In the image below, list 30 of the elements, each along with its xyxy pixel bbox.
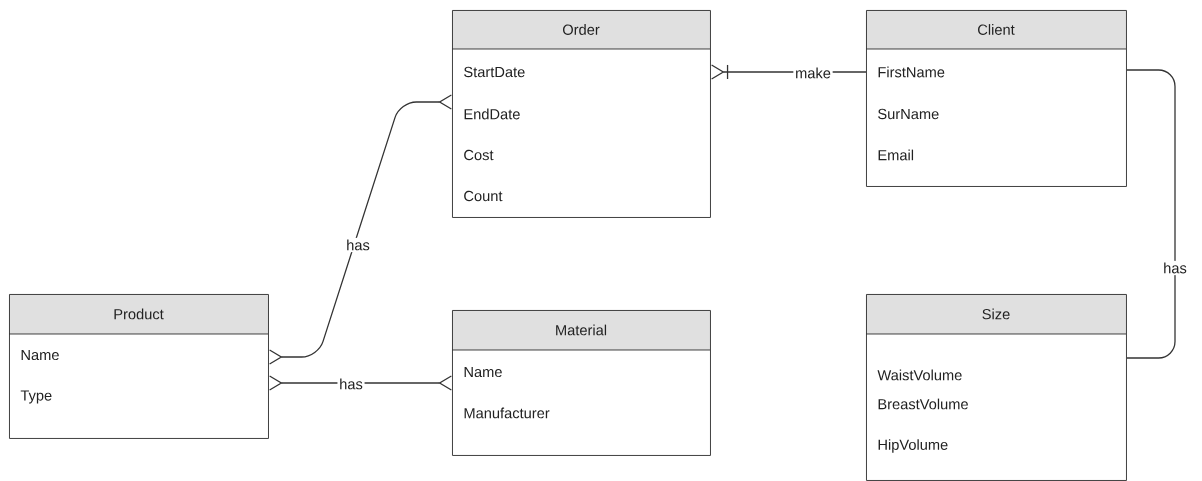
attribute-text: FirstName bbox=[878, 66, 945, 78]
attribute-text: SurName bbox=[878, 108, 939, 120]
attribute-text: HipVolume bbox=[878, 439, 948, 453]
entity-table bbox=[451, 10, 711, 218]
attribute-text: EndDate bbox=[464, 108, 520, 120]
entity-name: Material bbox=[556, 324, 607, 336]
edge-label: has bbox=[344, 237, 372, 253]
attribute-text: StartDate bbox=[464, 66, 525, 78]
entity-table bbox=[865, 294, 1127, 481]
edge-label: has bbox=[1161, 260, 1189, 276]
attribute-text: Cost bbox=[464, 149, 494, 161]
attribute-text: Type bbox=[20, 390, 52, 404]
attribute-text: BreastVolume bbox=[878, 398, 968, 410]
attribute-text: Email bbox=[878, 149, 914, 161]
entity-table bbox=[451, 310, 711, 456]
entity-name: Client bbox=[978, 24, 1015, 35]
entity-table bbox=[865, 10, 1127, 187]
edge-label: make bbox=[793, 65, 833, 81]
entity-name: Order bbox=[563, 24, 600, 35]
entity-table bbox=[8, 294, 269, 439]
attribute-text: Name bbox=[21, 349, 59, 361]
relationship-line bbox=[1126, 69, 1176, 359]
attribute-text: WaistVolume bbox=[877, 369, 962, 381]
entity-name: Product bbox=[114, 308, 164, 320]
relationship-line bbox=[268, 94, 452, 365]
attribute-text: Manufacturer bbox=[464, 407, 550, 419]
attribute-text: Name bbox=[464, 366, 502, 378]
entity-name: Size bbox=[982, 308, 1010, 320]
attribute-text: Count bbox=[464, 190, 503, 202]
edge-label: has bbox=[337, 376, 365, 392]
